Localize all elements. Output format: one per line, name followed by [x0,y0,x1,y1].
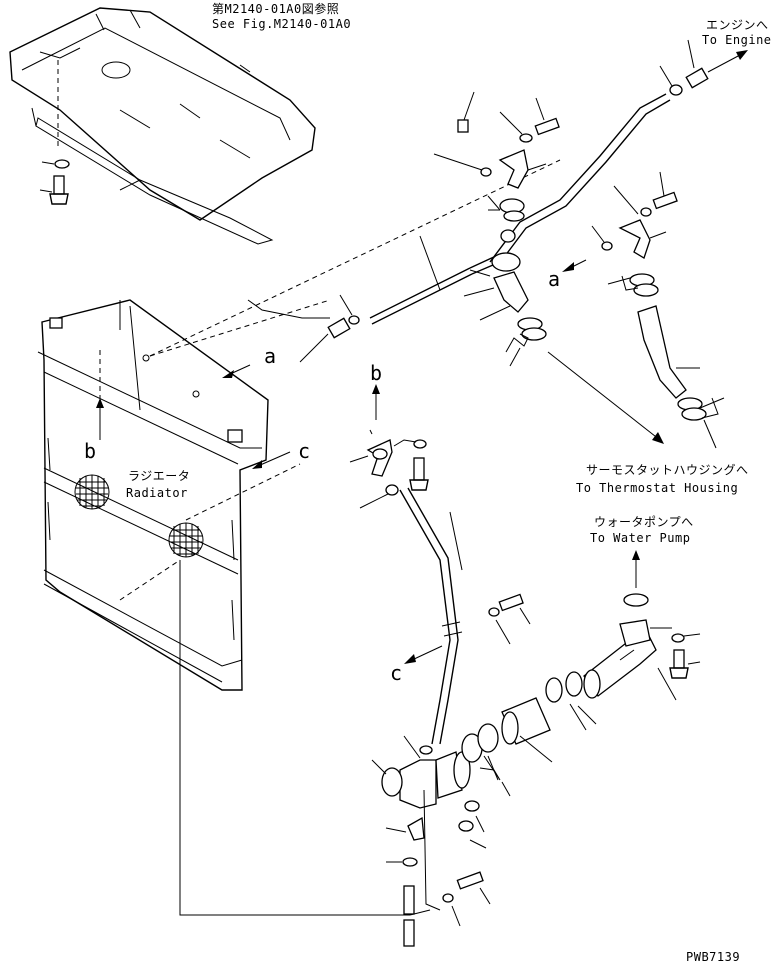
engine-fitting [659,39,748,96]
upper-pipe [369,93,671,325]
upper-cover [9,7,316,245]
right-hose-group [591,171,725,449]
arrow-b-middle [372,384,380,420]
arrow-a-radiator [222,364,251,378]
callout-c-radiator: c [298,439,311,463]
callout-b-radiator: b [84,439,97,463]
engine-label-en: To Engine [702,33,772,47]
pump-label-en: To Water Pump [590,531,691,545]
arrow-a-right [562,259,587,272]
arrow-c-radiator [252,451,291,469]
middle-bolt [488,593,531,645]
upper-reference-en: See Fig.M2140-01A0 [212,17,352,31]
drain-parts [371,735,491,947]
callout-a-radiator: a [264,344,277,368]
overflow-pipe [349,429,463,745]
arrow-c-middle [404,645,443,664]
callout-c-middle: c [390,661,403,685]
arrow-water-pump [632,550,640,588]
thermostat-leader [547,351,664,444]
radiator-label-jp: ラジエータ [128,469,191,483]
engine-label-jp: エンジンへ [706,18,769,32]
cover-bolt [39,159,141,205]
thermostat-label-en: To Thermostat Housing [576,481,739,495]
radiator-label-en: Radiator [126,486,188,500]
pump-label-jp: ウォータポンプへ [594,515,694,529]
upper-hose-elbow [433,91,560,243]
lower-hose-assembly [399,593,701,809]
pipe-fitting [299,294,360,363]
upper-reference-jp: 第M2140-01A0図参照 [212,2,340,16]
callout-b-middle: b [370,361,383,385]
thermostat-label-jp: サーモスタットハウジングへ [586,463,749,477]
figure-id: PWB7139 [686,950,741,964]
radiator-core-mesh [74,474,204,558]
radiator [37,299,269,691]
center-hose-group [463,252,547,367]
arrow-b-radiator [96,398,104,440]
callout-a-right: a [548,267,561,291]
